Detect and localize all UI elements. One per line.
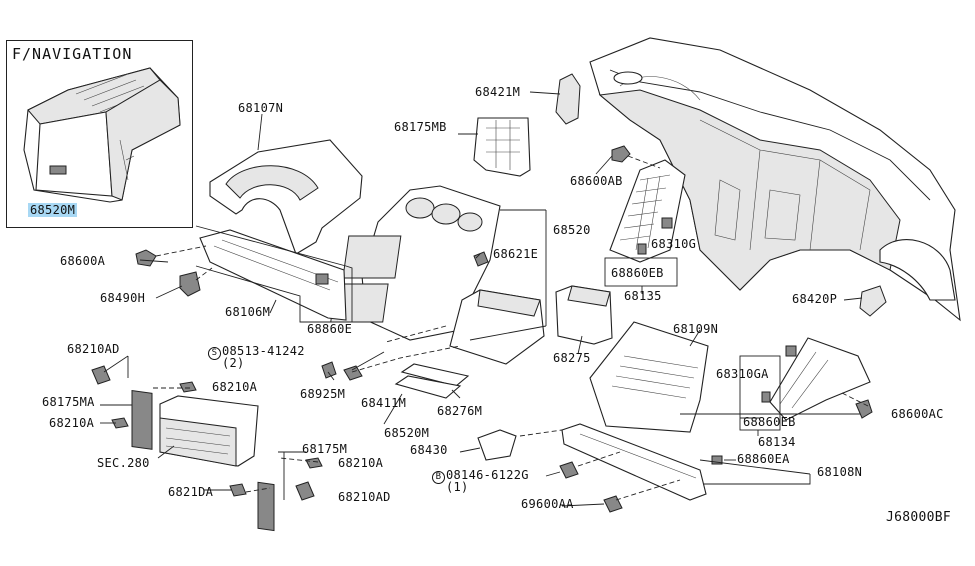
- clip-68860EB-bot-drawing: [761, 391, 771, 403]
- rail-68108N-drawing: [561, 423, 707, 501]
- bracket-68175MB-drawing: [473, 117, 531, 177]
- label-68860EA[interactable]: 68860EA: [737, 452, 790, 466]
- label-68175M[interactable]: 68175M: [302, 442, 348, 456]
- label-68520[interactable]: 68520: [553, 223, 591, 237]
- clip-68600AC-drawing: [855, 399, 873, 419]
- cover-68107N-drawing: [209, 139, 363, 255]
- s-circle-icon: S: [208, 347, 221, 360]
- label-68600AC[interactable]: 68600AC: [891, 407, 944, 421]
- screw-code: 08513-41242: [222, 344, 305, 358]
- screw-68210AD-top-drawing: [91, 365, 111, 385]
- label-68175MB[interactable]: 68175MB: [394, 120, 447, 134]
- label-68411M[interactable]: 68411M: [361, 396, 407, 410]
- label-68106M[interactable]: 68106M: [225, 305, 271, 319]
- trim-68106M-drawing: [199, 229, 347, 321]
- label-68860EB-top[interactable]: 68860EB: [611, 266, 664, 280]
- box-68106M-group: [195, 225, 353, 323]
- plate-small-drawing: [394, 375, 462, 399]
- leader-lines: [100, 91, 863, 507]
- label-68421M[interactable]: 68421M: [475, 85, 521, 99]
- label-68310GA[interactable]: 68310GA: [716, 367, 769, 381]
- navigation-inset-frame: [6, 40, 193, 228]
- label-68107N[interactable]: 68107N: [238, 101, 284, 115]
- bolt-code: 08146-6122G: [446, 468, 529, 482]
- label-68175MA[interactable]: 68175MA: [42, 395, 95, 409]
- box-68276M-drawing: [449, 289, 545, 365]
- clip-68860EB-top-drawing: [637, 243, 647, 255]
- label-bolt-qty: (1): [446, 480, 469, 494]
- label-68210A-2[interactable]: 68210A: [49, 416, 95, 430]
- label-68109N[interactable]: 68109N: [673, 322, 719, 336]
- label-68621E[interactable]: 68621E: [493, 247, 539, 261]
- label-68490H[interactable]: 68490H: [100, 291, 146, 305]
- box-68135-group: [604, 257, 678, 287]
- label-screw-qty: (2): [222, 356, 245, 370]
- panel-68109N-drawing: [589, 321, 709, 433]
- clip-68925M-drawing: [321, 361, 337, 379]
- label-68310G[interactable]: 68310G: [651, 237, 697, 251]
- bracket-68134-drawing: [769, 337, 871, 421]
- label-68430[interactable]: 68430: [410, 443, 448, 457]
- label-68860EB-bot[interactable]: 68860EB: [743, 415, 796, 429]
- label-68210AD-top[interactable]: 68210AD: [67, 342, 120, 356]
- label-68275[interactable]: 68275: [553, 351, 591, 365]
- label-68600A[interactable]: 68600A: [60, 254, 106, 268]
- label-68600AB[interactable]: 68600AB: [570, 174, 623, 188]
- label-68520M-inset[interactable]: 68520M: [28, 203, 78, 217]
- label-68210A-1[interactable]: 68210A: [212, 380, 258, 394]
- screw-6821DA-drawing: [229, 483, 247, 497]
- b-circle-icon: B: [432, 471, 445, 484]
- clip-69600AA-drawing: [603, 495, 623, 513]
- label-68108N[interactable]: 68108N: [817, 465, 863, 479]
- highlighted-part: 68520M: [28, 203, 78, 217]
- instrument-panel-drawing: [589, 37, 961, 322]
- screw-68210A-3-drawing: [305, 457, 323, 469]
- box-68134-group: [739, 355, 781, 431]
- inset-title: F/NAVIGATION: [12, 45, 133, 63]
- screw-68210A-left-drawing: [111, 417, 129, 429]
- label-68276M[interactable]: 68276M: [437, 404, 483, 418]
- pocket-68275-drawing: [555, 285, 613, 345]
- label-68860E[interactable]: 68860E: [307, 322, 353, 336]
- drawing-code: J68000BF: [886, 510, 952, 525]
- guide-dashes: [150, 155, 869, 501]
- screw-68210A-1-drawing: [179, 381, 197, 393]
- clip-68310GA-drawing: [785, 345, 797, 357]
- label-68925M[interactable]: 68925M: [300, 387, 346, 401]
- radio-unit-drawing: [131, 389, 275, 532]
- label-68210AD-bot[interactable]: 68210AD: [338, 490, 391, 504]
- label-68520M[interactable]: 68520M: [384, 426, 430, 440]
- panel-68135-drawing: [609, 159, 686, 263]
- clip-68600AB-drawing: [611, 145, 631, 163]
- connector-68430-drawing: [477, 429, 517, 461]
- clip-68860EA-drawing: [711, 455, 723, 465]
- clip-68621E-drawing: [473, 251, 489, 267]
- label-68134[interactable]: 68134: [758, 435, 796, 449]
- label-68135[interactable]: 68135: [624, 289, 662, 303]
- label-sec-280[interactable]: SEC.280: [97, 456, 150, 470]
- label-68210A-3[interactable]: 68210A: [338, 456, 384, 470]
- screw-68210AD-bot-drawing: [295, 481, 315, 501]
- screw-68600A-drawing: [135, 249, 157, 267]
- vent-68420P-drawing: [859, 285, 887, 317]
- clip-68860E-drawing: [315, 273, 329, 285]
- clip-68490H-drawing: [179, 271, 201, 297]
- vent-68421M-drawing: [555, 73, 581, 125]
- bolt-08146-drawing: [559, 461, 579, 479]
- label-6821DA[interactable]: 6821DA: [168, 485, 214, 499]
- clip-68310G-drawing: [661, 217, 673, 229]
- label-69600AA[interactable]: 69600AA: [521, 497, 574, 511]
- navigation-unit-drawing: [23, 67, 181, 203]
- label-68420P[interactable]: 68420P: [792, 292, 838, 306]
- screw-08513-drawing: [343, 365, 363, 381]
